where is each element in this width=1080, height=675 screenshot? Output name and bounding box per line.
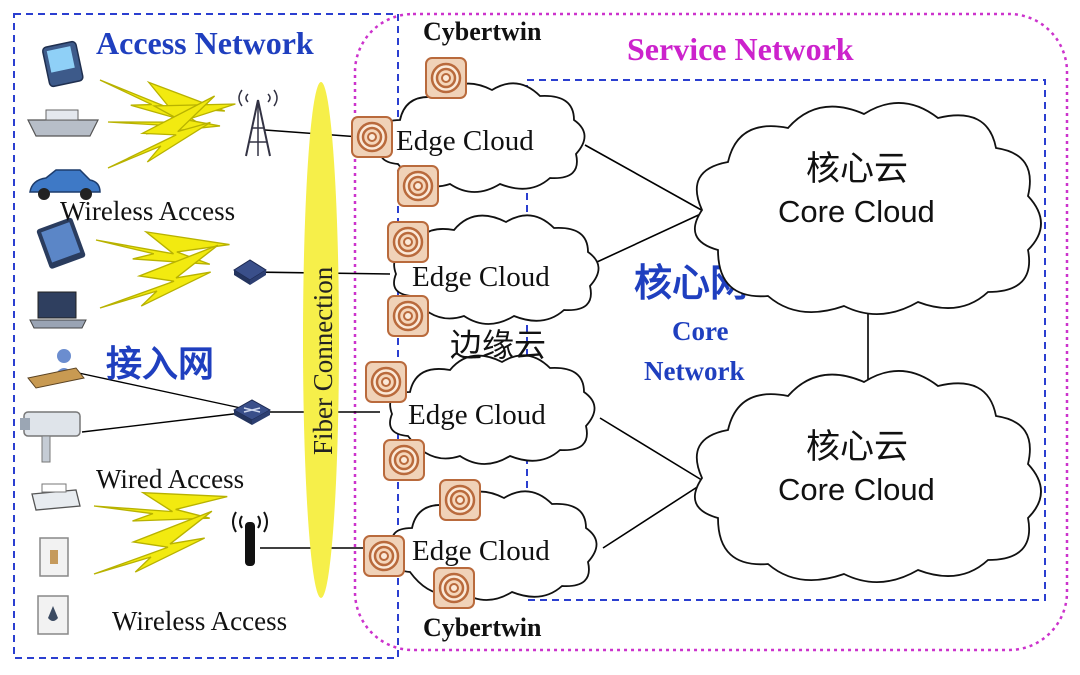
- core-cloud-2-cn: 核心云: [806, 427, 908, 467]
- router-icon: [233, 259, 267, 285]
- core-cloud-1-en: Core Cloud: [778, 194, 935, 229]
- cybertwin-bottom-label: Cybertwin: [423, 613, 542, 642]
- edge-cloud-1-label: Edge Cloud: [396, 125, 534, 157]
- wired-access-label: Wired Access: [96, 464, 244, 494]
- service-network-border: [353, 12, 1069, 652]
- edge-cloud-3-label: Edge Cloud: [408, 399, 546, 431]
- switch-icon: [232, 399, 272, 425]
- wall-switch-icon: [37, 595, 69, 635]
- core-cloud-1-cn: 核心云: [806, 149, 908, 189]
- person-at-desk-icon: [27, 349, 85, 389]
- edge-cloud-1: [379, 82, 586, 193]
- devices: [20, 40, 101, 635]
- wireless-access-bottom-label: Wireless Access: [112, 606, 287, 636]
- tablet-icon: [36, 217, 86, 269]
- cctv-camera-icon: [20, 411, 81, 463]
- lightning-bolts: [85, 51, 237, 583]
- wall-sensor-icon: [39, 537, 69, 577]
- fiber-connection-label: Fiber Connection: [308, 266, 338, 455]
- core-network-en-label-line2: Network: [644, 356, 744, 386]
- cybertwin-icon: [382, 438, 426, 482]
- cybertwin-icon: [364, 360, 408, 404]
- core-network-en-label-line1: Core: [672, 316, 728, 346]
- wired-links: [73, 371, 251, 433]
- service-network-title: Service Network: [627, 31, 854, 67]
- cybertwin-icon: [362, 534, 406, 578]
- access-network-border: [13, 13, 399, 659]
- cybertwin-icon: [396, 164, 440, 208]
- wifi-antenna-icon: [232, 511, 268, 566]
- core-network-border: [526, 79, 1046, 601]
- cybertwin-icon: [350, 115, 394, 159]
- core-cloud-2: [693, 370, 1042, 583]
- edge-cloud-4-label: Edge Cloud: [412, 535, 550, 567]
- cybertwin-icon: [432, 566, 476, 610]
- car-icon: [29, 169, 101, 200]
- access-network-title: Access Network: [96, 25, 314, 61]
- cybertwin-icon: [386, 220, 430, 264]
- cybertwin-icon: [386, 294, 430, 338]
- core-cloud-1: [693, 102, 1042, 315]
- wireless-access-top-label: Wireless Access: [60, 196, 235, 226]
- cell-tower-icon: [238, 89, 278, 157]
- access-network-cn-label: 接入网: [106, 344, 214, 385]
- cybertwin-icon: [438, 478, 482, 522]
- cybertwin-icon: [424, 56, 468, 100]
- ship-icon: [27, 109, 99, 137]
- laptop-icon: [29, 291, 87, 329]
- edge-cloud-cn-label: 边缘云: [450, 326, 546, 364]
- pda-icon: [41, 40, 84, 88]
- printer-icon: [31, 483, 81, 511]
- fiber-connection-shape: [303, 82, 339, 598]
- cybertwin-top-label: Cybertwin: [423, 17, 542, 46]
- edge-cloud-2-label: Edge Cloud: [412, 261, 550, 293]
- core-cloud-2-en: Core Cloud: [778, 472, 935, 507]
